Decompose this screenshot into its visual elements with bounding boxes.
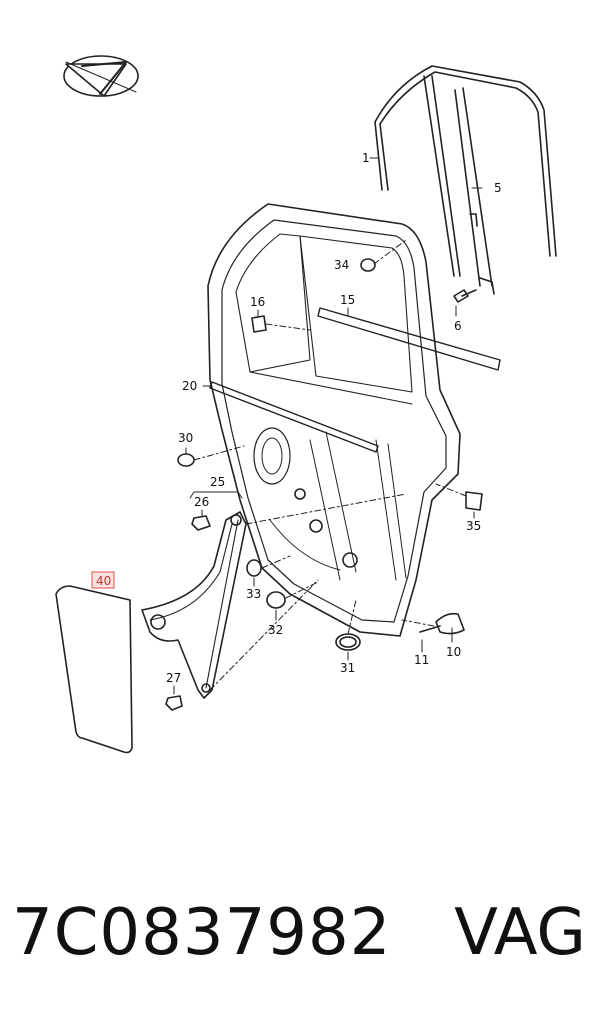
callout-35: 35 [466,519,481,533]
callout-15: 15 [340,293,355,307]
part-5-guide-rail [423,75,495,295]
part-30-grommet [177,453,195,467]
part-10-bracket [435,612,465,635]
callout-20: 20 [182,379,197,393]
part-25-window-regulator [141,511,247,699]
callout-40: 40 [96,574,111,588]
callout-32: 32 [268,623,283,637]
part-15-seal-strip [317,307,501,371]
part-16-clip [251,315,267,333]
callout-31: 31 [340,661,355,675]
part-11-bolt [419,625,441,633]
callout-30: 30 [178,431,193,445]
footer: 7C0837982 VAG [0,888,600,978]
part-40-door-glass [55,585,133,754]
callout-25: 25 [210,475,225,489]
part-1-window-channel [374,65,557,257]
callout-5: 5 [494,181,502,195]
callout-27: 27 [166,671,181,685]
part-34-plug [360,258,376,272]
callout-16: 16 [250,295,265,309]
callout-11: 11 [414,653,429,667]
brand-label: VAG [454,896,586,970]
door-inner-panel [207,203,461,637]
orientation-arrow-icon [63,55,139,97]
part-33-grommet [246,559,262,577]
callout-10: 10 [446,645,461,659]
callout-34: 34 [334,258,349,272]
part-26-nut [191,515,211,531]
part-35-pad [465,491,483,511]
part-6-screw [453,289,477,303]
callout-26: 26 [194,495,209,509]
part-number: 7C0837982 [12,896,392,970]
part-27-nut [165,695,183,711]
callout-6: 6 [454,319,462,333]
callout-33: 33 [246,587,261,601]
highlight-box-40 [91,571,115,589]
callout-1: 1 [362,151,370,165]
part-31-seal-ring [335,633,361,651]
part-32-grommet [266,591,286,609]
